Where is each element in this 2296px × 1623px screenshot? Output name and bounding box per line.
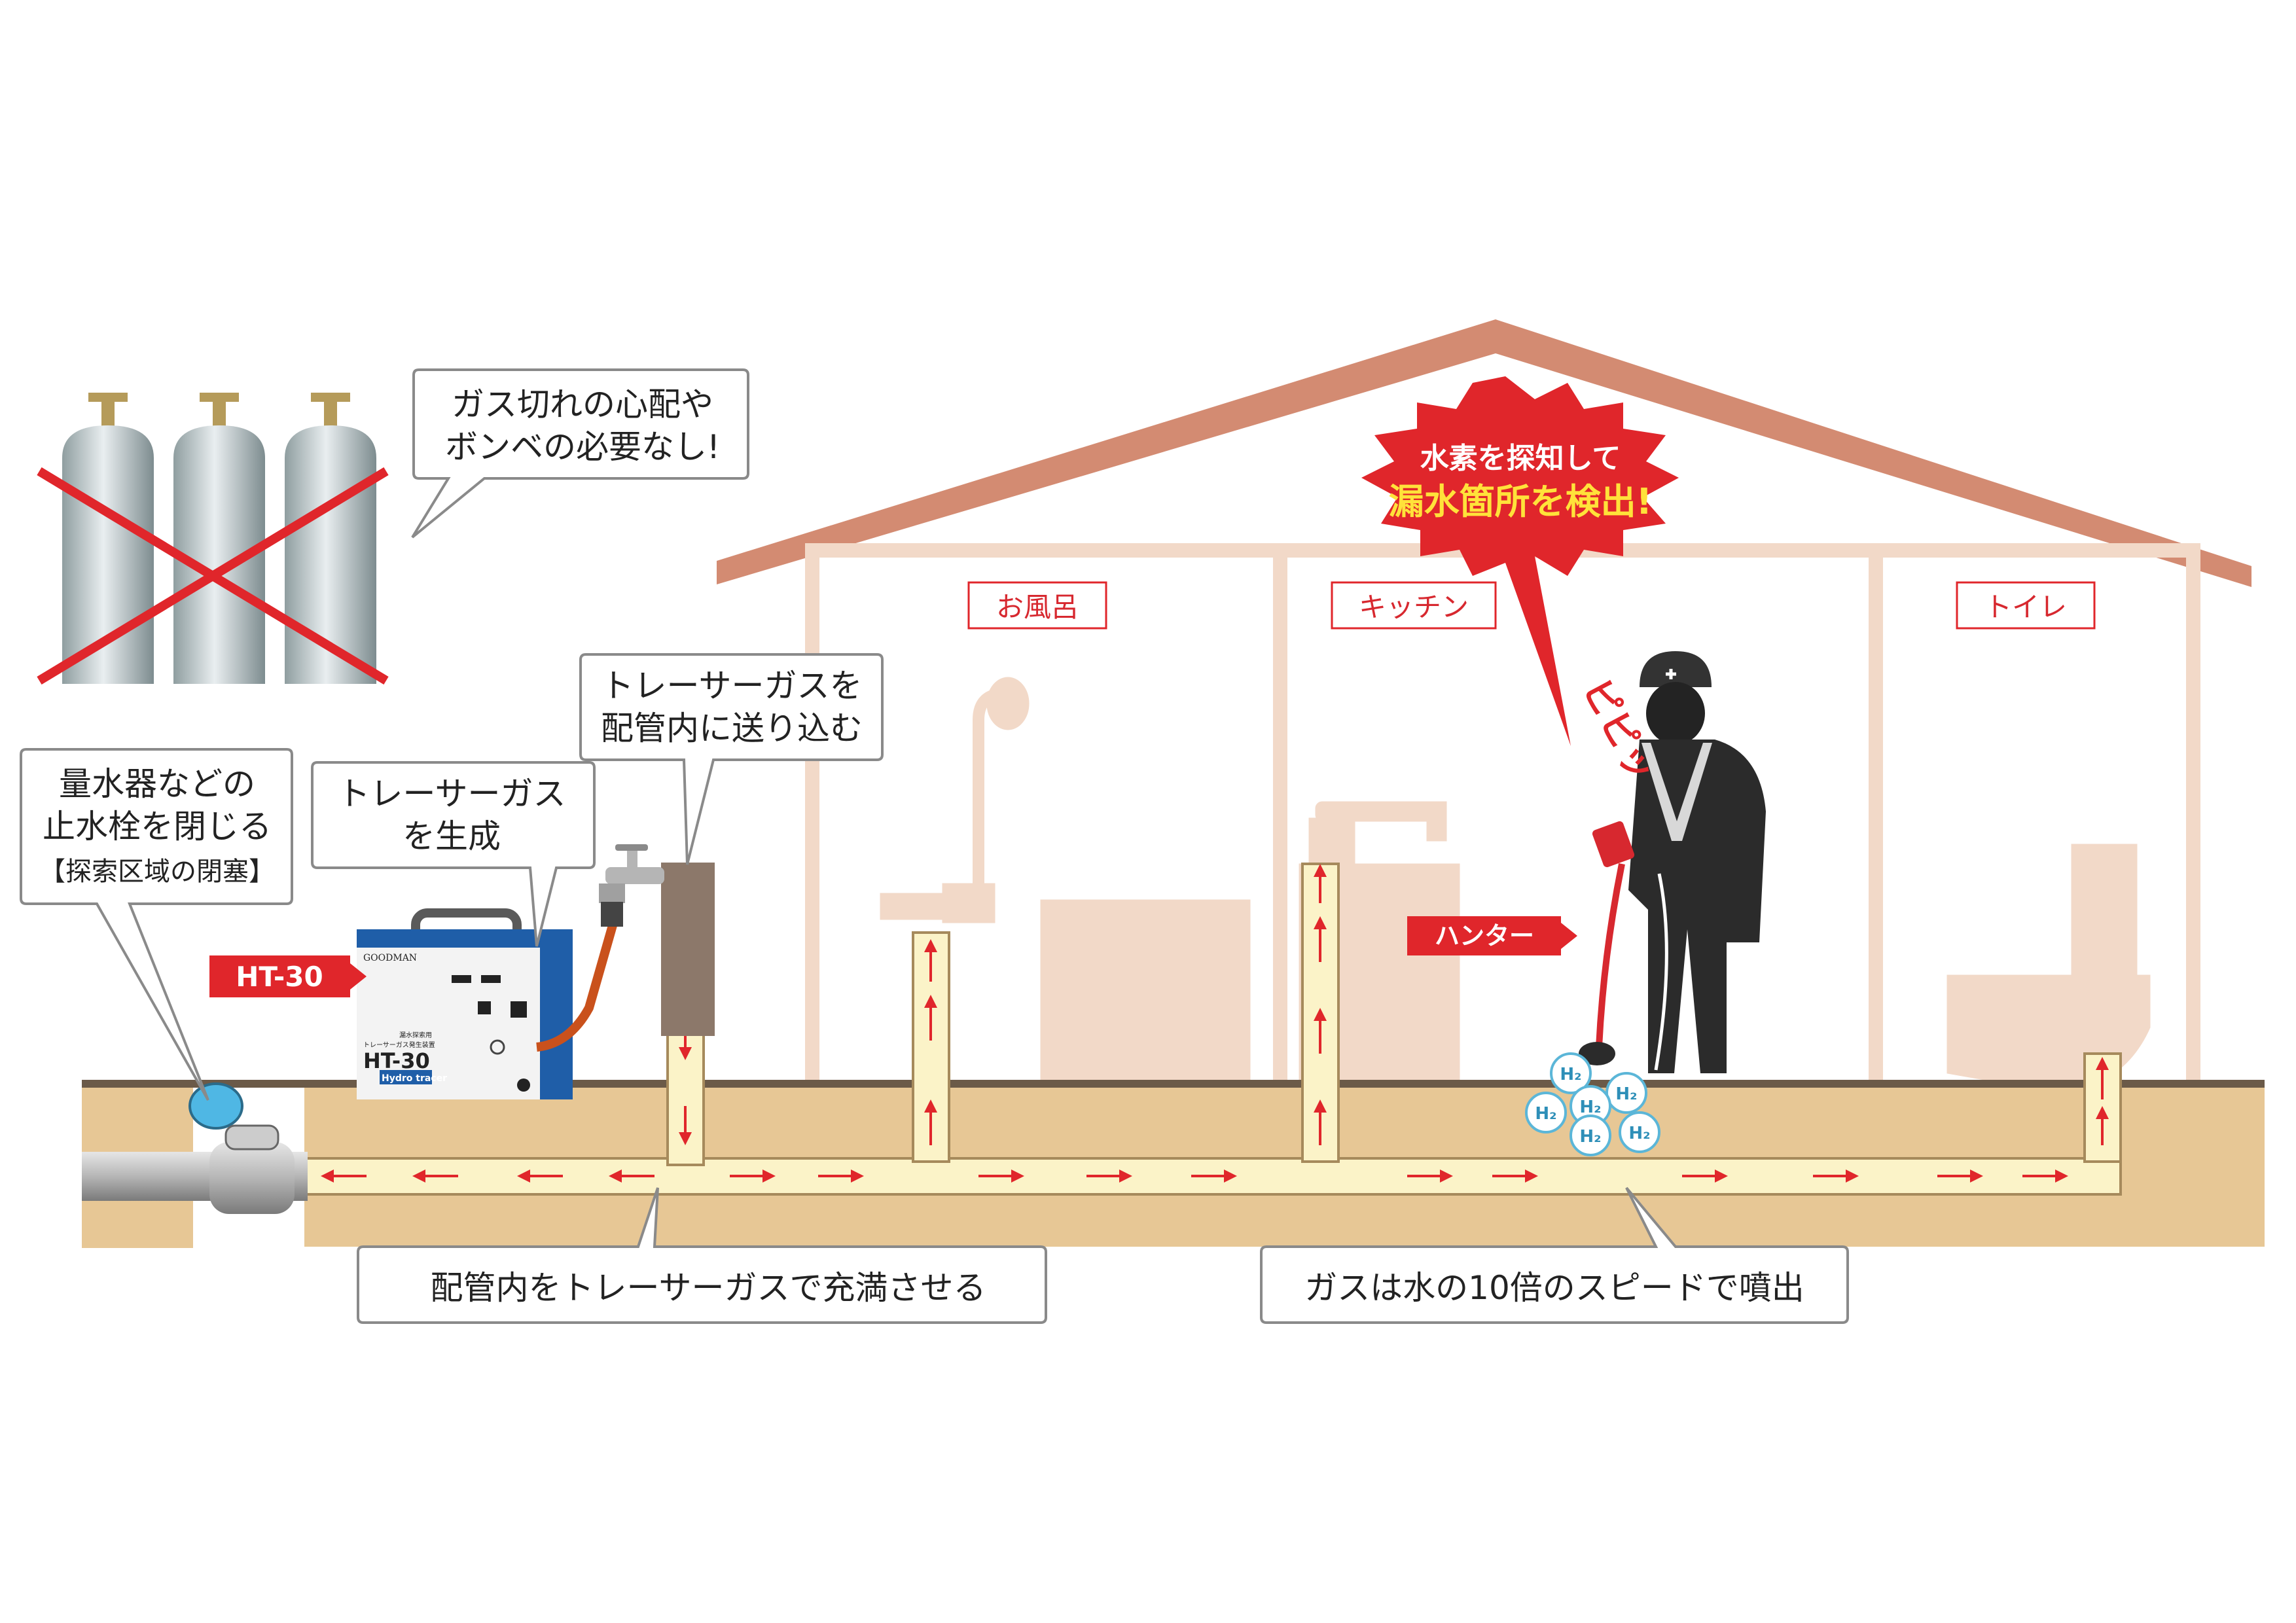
water-meter-icon xyxy=(188,1082,295,1214)
callout-no-cylinder-line2: ボンベの必要なし! xyxy=(445,428,720,466)
unit-model: HT-30 xyxy=(363,1048,430,1073)
room-label-bath: お風呂 xyxy=(967,581,1107,630)
h2-bubble-4: H₂ xyxy=(1570,1085,1611,1127)
callout-send-gas-line1: トレーサーガスを xyxy=(601,667,863,705)
cross-icon xyxy=(37,467,389,685)
ground-line xyxy=(82,1080,2265,1088)
callout-close-valve-line2: 止水栓を閉じる xyxy=(43,808,272,846)
room-label-kitchen: キッチン xyxy=(1331,581,1497,630)
unit-product-name: Hydro tracer xyxy=(382,1073,447,1084)
wall-divider-1 xyxy=(1273,543,1287,1096)
flow-arrows xyxy=(321,864,2109,1183)
callout-generate-line1: トレーサーガス xyxy=(338,775,566,813)
h2-bubble-5: H₂ xyxy=(1570,1115,1611,1156)
room-label-kitchen-text: キッチン xyxy=(1359,591,1469,623)
gas-hose xyxy=(536,915,620,1052)
worker-body xyxy=(1628,740,1766,1073)
svg-text:H₂: H₂ xyxy=(1615,1084,1637,1104)
fixtures xyxy=(880,677,2151,1097)
callout-gas-speed-text: ガスは水の10倍のスピードで噴出 xyxy=(1304,1269,1804,1307)
callout-fill-pipe: 配管内をトレーサーガスで充満させる xyxy=(357,1187,1047,1324)
callout-no-cylinder-line1: ガス切れの心配や xyxy=(452,385,713,423)
svg-text:H₂: H₂ xyxy=(1560,1065,1581,1084)
cylinder-2 xyxy=(173,393,265,684)
label-hunter: ハンター xyxy=(1407,916,1577,955)
faucet-icon xyxy=(599,844,715,1036)
worker-head xyxy=(1646,682,1705,745)
detect-burst: 水素を探知して 漏水箇所を検出! xyxy=(1361,376,1679,746)
callout-gas-speed: ガスは水の10倍のスピードで噴出 xyxy=(1260,1186,1849,1324)
h2-bubble-1: H₂ xyxy=(1550,1052,1592,1094)
callout-close-valve: 量水器などの 止水栓を閉じる 【探索区域の閉塞】 xyxy=(20,748,293,1101)
room-label-toilet: トイレ xyxy=(1956,581,2096,630)
shower-icon xyxy=(880,677,1030,923)
sound-effect: ピピッ xyxy=(1574,672,1663,789)
faucet-kitchen-icon xyxy=(1308,801,1447,871)
valve-top xyxy=(224,1124,279,1150)
callout-generate: トレーサーガス を生成 xyxy=(311,761,596,947)
cylinder-3 xyxy=(285,393,376,684)
h2-bubble-2: H₂ xyxy=(1605,1072,1647,1114)
callout-fill-pipe-text: 配管内をトレーサーガスで充満させる xyxy=(431,1269,986,1307)
h2-bubble-6: H₂ xyxy=(1619,1111,1660,1153)
worker-icon xyxy=(1579,651,1766,1073)
cylinder-1 xyxy=(62,393,154,684)
unit-subtitle-2: トレーサーガス発生装置 xyxy=(363,1041,435,1049)
burst-line2: 漏水箇所を検出! xyxy=(1389,481,1653,522)
meter-cap xyxy=(188,1082,243,1130)
burst-shape xyxy=(1361,376,1679,746)
room-label-toilet-text: トイレ xyxy=(1984,591,2067,623)
detector-display xyxy=(1592,821,1635,868)
wall-right xyxy=(2186,543,2200,1096)
wall-left xyxy=(805,543,819,1096)
bathtub xyxy=(1040,899,1251,1097)
callout-close-valve-line3: 【探索区域の閉塞】 xyxy=(39,857,275,887)
wall-box xyxy=(661,863,715,1036)
unit-subtitle-1: 漏水探索用 xyxy=(399,1031,432,1039)
svg-text:H₂: H₂ xyxy=(1579,1127,1601,1147)
detector-wand xyxy=(1596,863,1625,1048)
svg-text:H₂: H₂ xyxy=(1628,1124,1650,1143)
callout-send-gas: トレーサーガスを 配管内に送り込む xyxy=(579,653,884,865)
svg-text:H₂: H₂ xyxy=(1579,1097,1601,1117)
callout-no-cylinder: ガス切れの心配や ボンベの必要なし! xyxy=(411,368,749,539)
label-ht30: HT-30 xyxy=(209,955,367,997)
callout-send-gas-line2: 配管内に送り込む xyxy=(601,709,863,747)
house xyxy=(717,319,2251,1096)
h2-bubbles: H₂ H₂ H₂ H₂ H₂ H₂ xyxy=(1525,1052,1660,1156)
worker-vest xyxy=(1641,743,1712,841)
svg-text:H₂: H₂ xyxy=(1535,1104,1556,1124)
ht30-unit: GOODMAN 漏水探索用 トレーサーガス発生装置 HT-30 Hydro tr… xyxy=(357,908,573,1099)
label-hunter-text: ハンター xyxy=(1435,921,1534,950)
label-ht30-text: HT-30 xyxy=(236,961,323,993)
detector-head xyxy=(1579,1042,1615,1065)
room-label-bath-text: お風呂 xyxy=(996,591,1079,623)
callout-close-valve-line1: 量水器などの xyxy=(59,765,255,803)
wall-divider-2 xyxy=(1869,543,1883,1096)
h2-bubble-3: H₂ xyxy=(1525,1092,1567,1133)
burst-line1: 水素を探知して xyxy=(1420,442,1621,475)
callout-generate-line2: を生成 xyxy=(403,817,501,855)
unit-brand: GOODMAN xyxy=(363,953,417,963)
valve-body xyxy=(209,1142,295,1214)
worker-helmet xyxy=(1640,651,1712,687)
gas-cylinder-icon xyxy=(37,393,389,685)
